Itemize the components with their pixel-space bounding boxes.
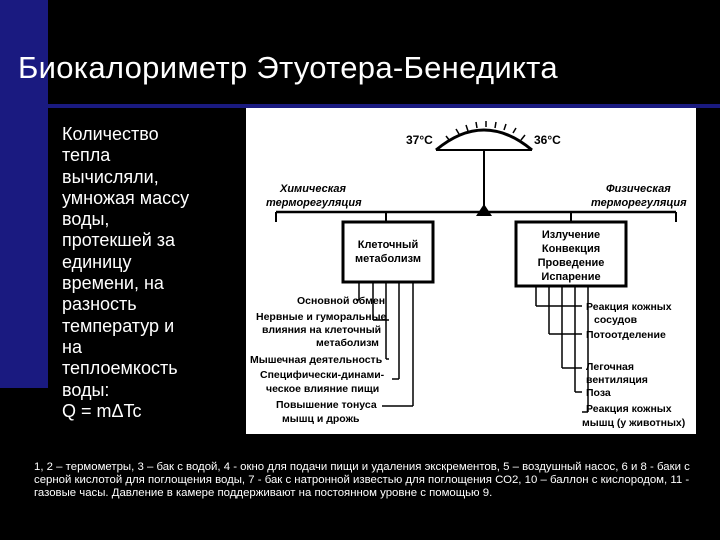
left-factor: Специфически-динами- xyxy=(260,369,385,381)
chem-label: терморегуляция xyxy=(266,197,362,209)
left-box-label: Клеточный xyxy=(358,239,418,251)
body-line: протекшей за xyxy=(62,230,176,251)
body-line: умножая массу xyxy=(62,187,190,208)
right-box-label: Испарение xyxy=(541,271,600,283)
slide-title: Биокалориметр Этуотера-Бенедикта xyxy=(18,50,558,85)
right-factor: Легочная xyxy=(586,361,634,373)
right-tree xyxy=(535,286,589,413)
slide-side-bar xyxy=(0,0,48,388)
thermoregulation-diagram: 37°C 36°C Химическая терморегуляция Физи… xyxy=(246,108,696,434)
left-factor: влияния на клеточный xyxy=(262,324,381,336)
body-text: Количество тепла вычисляли, умножая масс… xyxy=(62,124,232,422)
left-factor: Нервные и гуморальные xyxy=(256,311,387,323)
right-factor: Реакция кожных xyxy=(586,403,672,415)
right-factor: Потоотделение xyxy=(586,329,666,341)
left-factor: Мышечная деятельность xyxy=(250,354,383,366)
body-line: Количество xyxy=(62,124,159,144)
body-line: тепла xyxy=(62,145,111,166)
right-box xyxy=(514,220,628,288)
pivot xyxy=(476,204,492,216)
left-box xyxy=(341,220,435,284)
body-line: единицу xyxy=(62,251,132,272)
right-factor: мышц (у животных) xyxy=(582,417,685,429)
left-factor: Основной обмен xyxy=(297,295,385,307)
figure-caption: 1, 2 – термометры, 3 – бак с водой, 4 - … xyxy=(34,461,690,499)
right-box-label: Проведение xyxy=(538,257,605,269)
right-box-label: Конвекция xyxy=(542,243,600,255)
formula: Q = mΔTc xyxy=(62,400,142,421)
left-factor: Повышение тонуса xyxy=(276,399,377,411)
right-box-label: Излучение xyxy=(542,229,600,241)
chem-label: Химическая xyxy=(279,183,347,195)
phys-label: терморегуляция xyxy=(591,197,687,209)
temp-right-label: 36°C xyxy=(534,133,561,147)
right-factor: Реакция кожных xyxy=(586,301,672,313)
body-line: вычисляли, xyxy=(62,166,159,187)
right-factor: сосудов xyxy=(594,314,638,326)
body-line: температур и xyxy=(62,315,175,336)
body-line: воды: xyxy=(62,379,110,400)
gauge-arc xyxy=(435,128,533,152)
body-line: на xyxy=(62,336,82,357)
title-underline xyxy=(0,104,720,108)
phys-label: Физическая xyxy=(606,183,671,195)
left-box-label: метаболизм xyxy=(355,253,421,265)
body-line: времени, на xyxy=(62,273,164,294)
left-factor: мышц и дрожь xyxy=(282,413,360,425)
left-factor: ческое влияние пищи xyxy=(266,383,379,395)
body-line: разность xyxy=(62,294,137,315)
left-tree xyxy=(356,282,414,407)
body-line: теплоемкость xyxy=(62,358,178,379)
right-factor: Поза xyxy=(586,387,611,399)
left-factor: метаболизм xyxy=(316,337,379,349)
right-factor: вентиляция xyxy=(586,374,648,386)
gauge-ticks xyxy=(445,121,526,142)
body-line: воды, xyxy=(62,209,110,230)
temp-left-label: 37°C xyxy=(406,133,433,147)
diagram-svg: 37°C 36°C Химическая терморегуляция Физи… xyxy=(250,121,687,429)
